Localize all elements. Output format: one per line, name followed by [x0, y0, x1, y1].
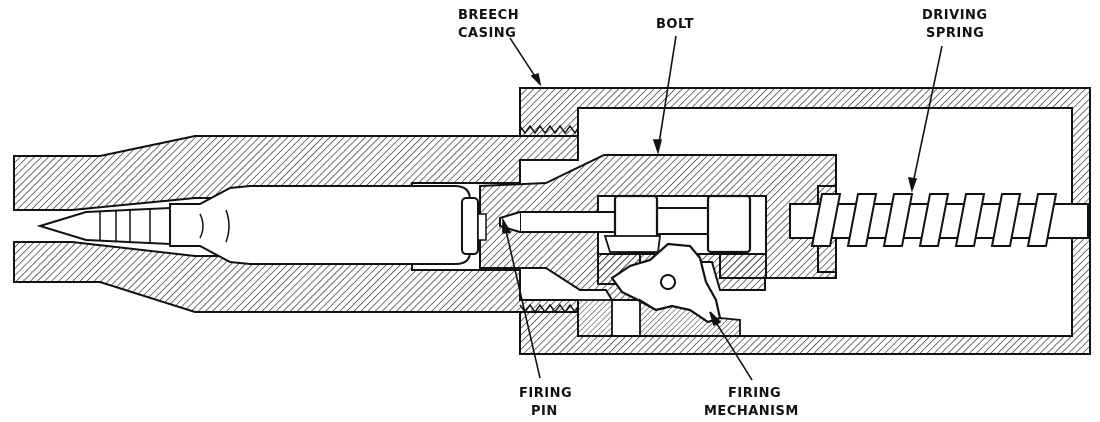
hammer-pivot — [660, 274, 676, 290]
arrow-bolt — [652, 139, 663, 155]
label-driving-spring-line2: SPRING — [926, 26, 984, 41]
leader-driving-spring — [911, 45, 943, 189]
leader-bolt — [657, 35, 677, 151]
arrow-firing-pin — [502, 217, 512, 234]
label-firing-mechanism-line2: MECHANISM — [704, 404, 799, 419]
case-rim — [461, 197, 479, 255]
label-firing-pin-line2: PIN — [531, 404, 558, 419]
arrow-breech-casing — [530, 72, 542, 87]
label-firing-mechanism-line1: FIRING — [728, 386, 781, 401]
label-breech-casing-line1: BREECH — [458, 8, 519, 23]
spring-coil — [810, 193, 1058, 247]
sear-lever — [603, 235, 662, 253]
leader-lines — [502, 35, 943, 381]
barrel — [13, 124, 579, 314]
firing-pin-rod — [519, 211, 627, 233]
label-driving-spring-line1: DRIVING — [922, 8, 988, 23]
cartridge — [36, 185, 487, 265]
label-bolt: BOLT — [656, 17, 694, 32]
barrel-lower-wall — [13, 241, 579, 313]
primer — [477, 213, 487, 241]
striker-block-rear — [706, 194, 752, 254]
firing-mechanism — [577, 242, 741, 337]
leader-firing-pin — [503, 221, 541, 379]
barrel-upper-wall — [13, 135, 579, 211]
case — [169, 185, 471, 265]
arrow-firing-mechanism — [709, 311, 722, 327]
leader-firing-mechanism — [711, 315, 753, 381]
label-breech-casing-line2: CASING — [458, 26, 516, 41]
arrow-driving-spring — [907, 177, 918, 193]
thread-lower — [519, 303, 579, 314]
label-firing-pin-line1: FIRING — [519, 386, 572, 401]
driving-spring — [789, 193, 1089, 247]
labels: BREECH CASING BOLT DRIVING SPRING FIRING… — [458, 8, 988, 419]
